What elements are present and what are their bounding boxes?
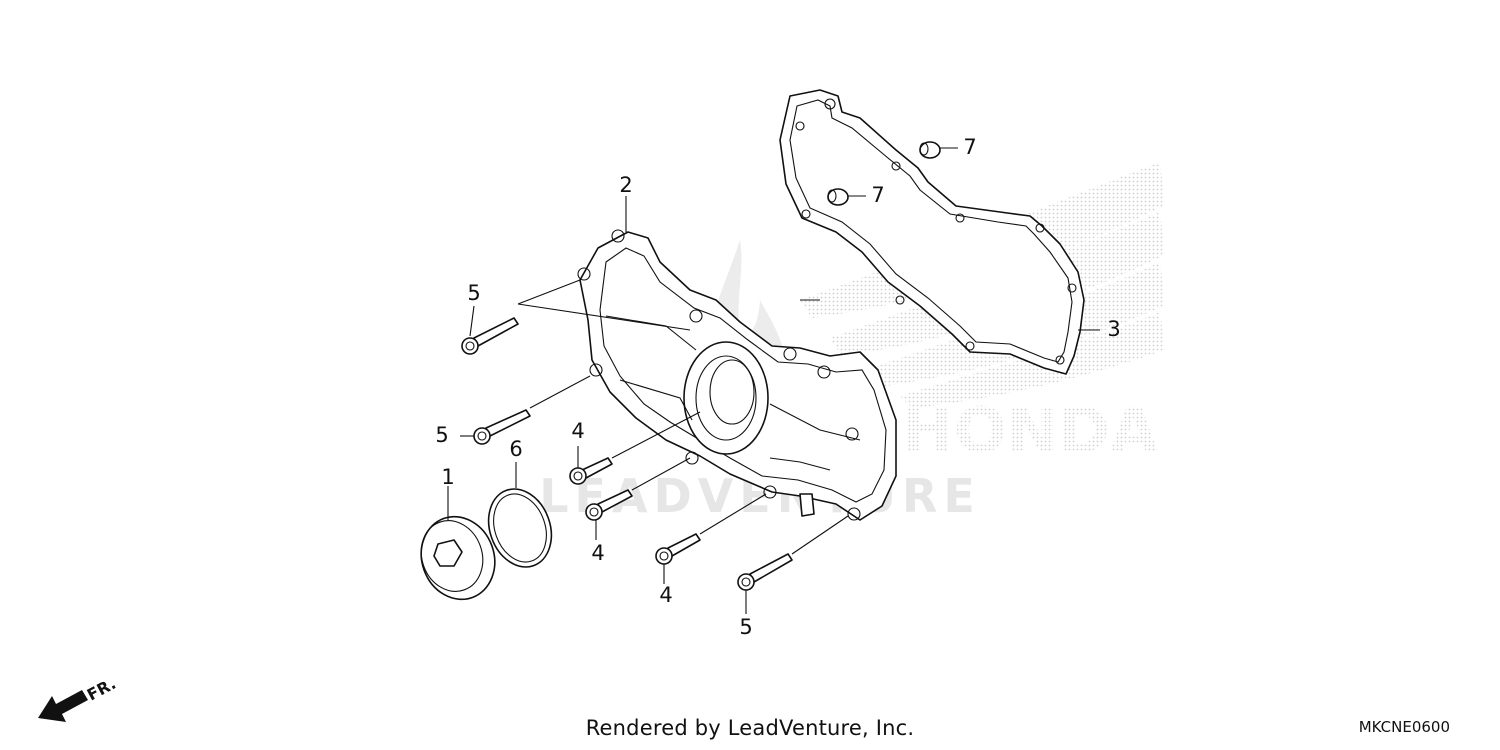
callout-3: 3 — [1107, 317, 1120, 341]
honda-wordmark-watermark: HONDA — [902, 394, 1158, 467]
callout-4-upper: 4 — [571, 419, 584, 443]
cover-part-2[interactable] — [577, 229, 897, 521]
leader-lines — [447, 147, 1100, 614]
callout-6: 6 — [509, 437, 522, 461]
callout-7-upper: 7 — [963, 135, 976, 159]
bolt-part-4-middle[interactable] — [585, 489, 633, 521]
callout-5-upper: 5 — [467, 281, 480, 305]
front-direction-label: FR. — [84, 674, 119, 705]
dowel-pin-part-7-lower[interactable] — [827, 188, 849, 206]
callout-5-middle: 5 — [435, 423, 448, 447]
callout-7-lower: 7 — [871, 183, 884, 207]
rendered-by-credit: Rendered by LeadVenture, Inc. — [585, 716, 915, 740]
callout-1: 1 — [441, 465, 454, 489]
callout-4-lower: 4 — [659, 583, 672, 607]
bolt-part-5-upper[interactable] — [461, 317, 519, 355]
bolt-part-4-lower[interactable] — [655, 533, 701, 565]
o-ring-part-6[interactable] — [478, 480, 562, 576]
gasket-part-3[interactable] — [779, 89, 1085, 375]
callout-2: 2 — [619, 173, 632, 197]
cap-part-1[interactable] — [410, 506, 506, 610]
bolt-part-5-lower[interactable] — [737, 553, 793, 591]
callout-5-lower: 5 — [739, 615, 752, 639]
bolt-part-4-upper[interactable] — [569, 457, 613, 485]
callout-4-middle: 4 — [591, 541, 604, 565]
front-direction-arrow-icon — [38, 690, 88, 722]
diagram-code: MKCNE0600 — [1358, 718, 1450, 736]
dowel-pin-part-7-upper[interactable] — [919, 141, 941, 159]
